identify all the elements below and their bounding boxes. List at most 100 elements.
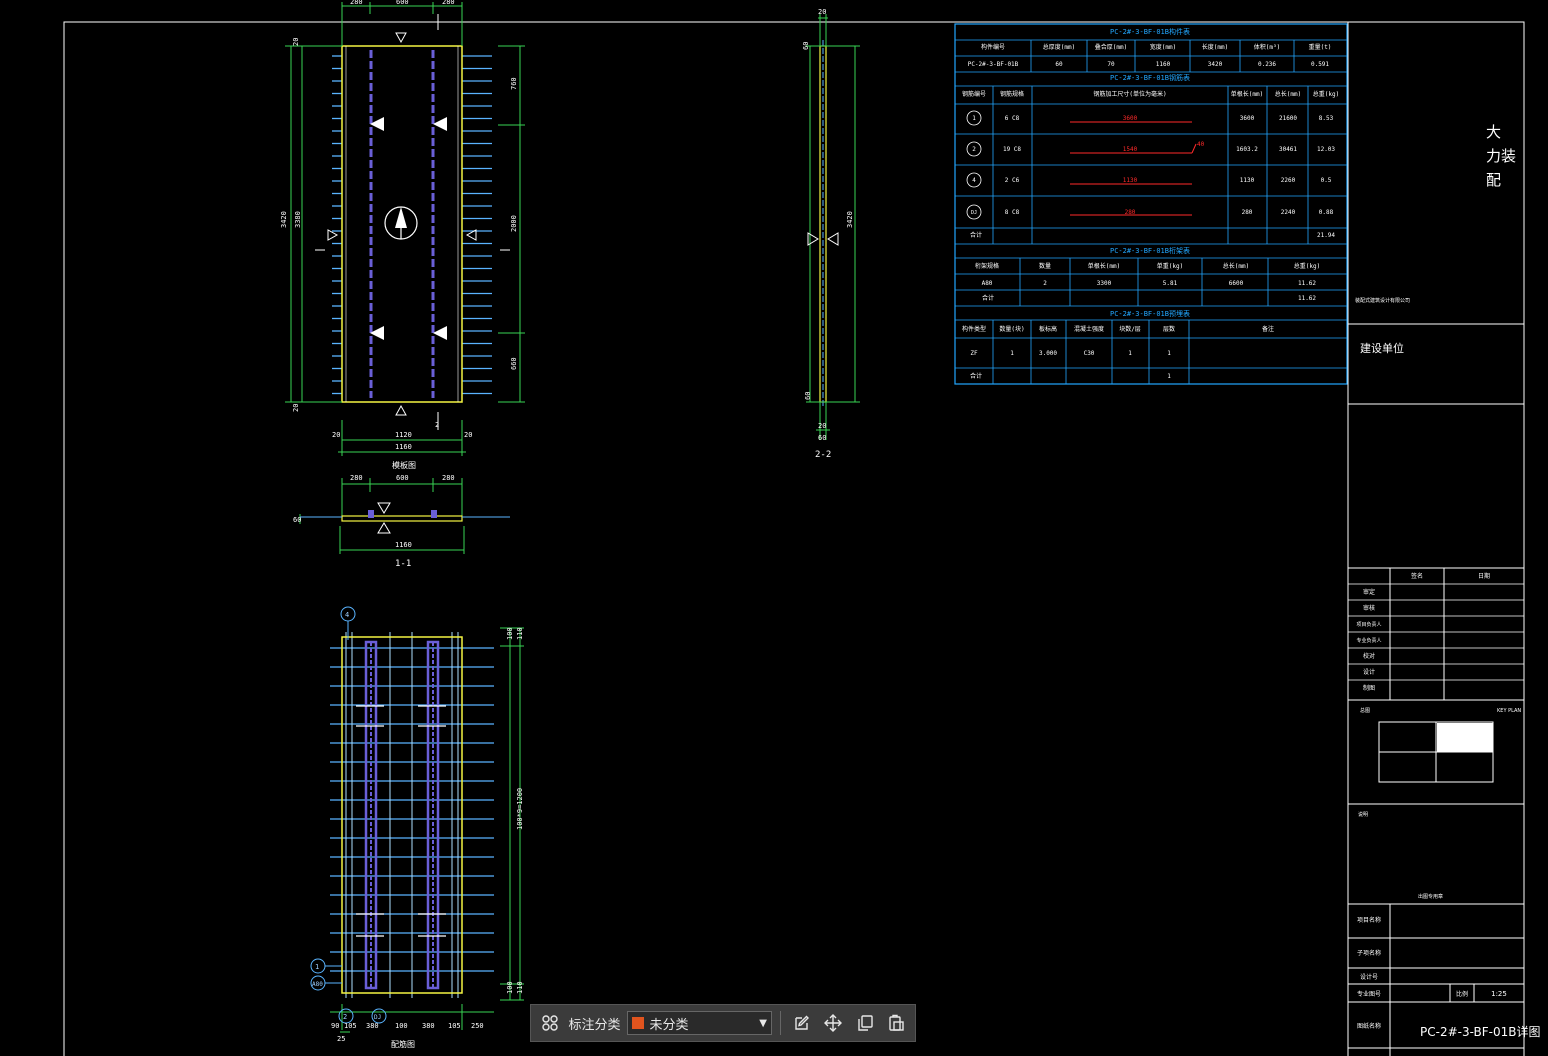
dim-text: 110 <box>516 627 524 640</box>
dim-text: 380 <box>422 1022 435 1030</box>
section-1-1-texts: 280 600 280 1160 60 1-1 <box>293 474 455 569</box>
section-1-1-title: 1-1 <box>395 559 411 569</box>
annotation-category-select[interactable]: 未分类 ▼ <box>626 1011 772 1035</box>
role-label: 制图 <box>1363 684 1375 692</box>
component-table-title: PC-2#-3-BF-01B构件表 <box>1110 27 1190 36</box>
table-header: 宽度(mm) <box>1150 43 1176 51</box>
section-marker-icon <box>377 522 391 534</box>
plan-dimension-lines <box>285 2 525 456</box>
dim-text: 600 <box>396 474 409 482</box>
table-cell: 合计 <box>970 231 982 239</box>
build-unit-label: 建设单位 <box>1360 341 1404 355</box>
plan-dimension-texts: 280 600 280 20 3380 3420 20 760 2000 660… <box>280 0 518 470</box>
dim-text: 100 <box>506 627 514 640</box>
dim-text: 100 <box>506 981 514 994</box>
section-2-2-title: 2-2 <box>815 450 831 460</box>
table-header: 叠合厚(mm) <box>1095 43 1127 51</box>
plan-view-title: 模板图 <box>392 460 416 470</box>
table-cell: DJ <box>971 210 977 216</box>
table-texts: PC-2#-3-BF-01B构件表 构件编号 总厚度(mm) 叠合厚(mm) 宽… <box>962 27 1339 380</box>
table-header: 构件编号 <box>981 43 1005 51</box>
table-header: 单重(kg) <box>1157 262 1183 270</box>
dim-text: 60 <box>818 434 826 442</box>
keyplan-note: 总图 <box>1360 707 1370 714</box>
section-marker-icon <box>395 32 407 44</box>
table-cell: 1160 <box>1156 61 1171 68</box>
toolbar-divider <box>779 1011 781 1035</box>
lifting-point-icon <box>433 326 447 340</box>
callout-text: 4 <box>345 611 349 619</box>
dim-text: 1120 <box>395 431 412 439</box>
rebar-panel-outline <box>341 636 463 994</box>
rebar-callout <box>371 1008 387 1024</box>
table-cell: 11.62 <box>1298 295 1316 302</box>
rebar-callout <box>338 1008 354 1024</box>
table-cell: 1 <box>1167 373 1171 380</box>
edit-icon[interactable] <box>789 1010 815 1036</box>
annotation-category-label: 标注分类 <box>568 1017 621 1033</box>
table-header: 板标高 <box>1039 325 1057 333</box>
dim-text: 250 <box>471 1022 484 1030</box>
callout-text: 1 <box>315 963 319 971</box>
role-label: 审核 <box>1363 604 1375 612</box>
table-cell: 40 <box>1197 141 1205 148</box>
table-cell: A80 <box>982 280 993 287</box>
rebar-longitudinal-bars <box>345 632 459 998</box>
company-name: 装配式建筑设计有限公司 <box>1355 297 1410 304</box>
table-cell: 12.03 <box>1317 146 1335 153</box>
section-2-2 <box>806 14 860 440</box>
table-cell: 21.94 <box>1317 232 1335 239</box>
table-header: 单根长(mm) <box>1088 262 1120 270</box>
table-cell: 30461 <box>1279 146 1297 153</box>
table-cell: 8.53 <box>1319 115 1334 122</box>
table-cell: 5.81 <box>1163 280 1178 287</box>
dim-text: 105 <box>448 1022 461 1030</box>
chevron-down-icon: ▼ <box>759 1017 767 1029</box>
table-header: 钢筋编号 <box>962 90 986 98</box>
table-cell: 280 <box>1242 209 1253 216</box>
dim-text: 20 <box>292 38 300 46</box>
table-header: 长度(mm) <box>1202 43 1228 51</box>
table-cell: 2240 <box>1281 209 1296 216</box>
dim-text: 280 <box>442 474 455 482</box>
table-header: 层数 <box>1163 325 1175 333</box>
scale-label: 比例 <box>1456 990 1468 998</box>
table-cell: 6600 <box>1229 280 1244 287</box>
section-marker-icon <box>807 232 819 246</box>
role-label: 审定 <box>1363 588 1375 596</box>
field-label: 项目名称 <box>1357 916 1381 924</box>
table-cell: 3600 <box>1240 115 1255 122</box>
section-slab <box>341 515 463 522</box>
table-cell: 2 <box>1043 280 1047 287</box>
section-1-1 <box>299 478 510 554</box>
dim-text: 600 <box>396 0 409 6</box>
paste-icon[interactable] <box>883 1010 909 1036</box>
move-icon[interactable] <box>820 1010 846 1036</box>
field-label: 子项名称 <box>1357 949 1381 957</box>
role-label: 设计 <box>1363 668 1375 676</box>
dim-text: 660 <box>510 357 518 370</box>
truss-table-title: PC-2#-3-BF-01B桁架表 <box>1110 246 1190 255</box>
table-cell: 2260 <box>1281 177 1296 184</box>
table-cell: 8 C8 <box>1005 209 1020 216</box>
rebar-view-texts: 4 1 A80 2 DJ 110 100 100*9=1200 100 110 … <box>312 611 524 1049</box>
table-cell: 合计 <box>970 372 982 380</box>
table-cell: 3.000 <box>1039 350 1057 357</box>
table-cell: 6 C8 <box>1005 115 1020 122</box>
grid-apps-icon[interactable] <box>537 1010 563 1036</box>
table-header: 桁架规格 <box>975 262 999 270</box>
rebar-number-circle <box>966 204 982 220</box>
section-marker-icon <box>327 229 339 241</box>
dim-text: 3420 <box>846 211 854 228</box>
drawing-frame <box>63 21 1525 1056</box>
keyplan-label: KEY PLAN <box>1497 708 1521 714</box>
dim-text: 280 <box>350 0 363 6</box>
plan-transverse-bars <box>332 55 492 395</box>
table-cell: 0.88 <box>1319 209 1334 216</box>
drawing-name: PC-2#-3-BF-01B详图 <box>1420 1024 1540 1039</box>
table-cell: ZF <box>970 350 978 357</box>
dim-text: 760 <box>510 77 518 90</box>
copy-icon[interactable] <box>852 1010 878 1036</box>
lifting-point-icon <box>433 117 447 131</box>
